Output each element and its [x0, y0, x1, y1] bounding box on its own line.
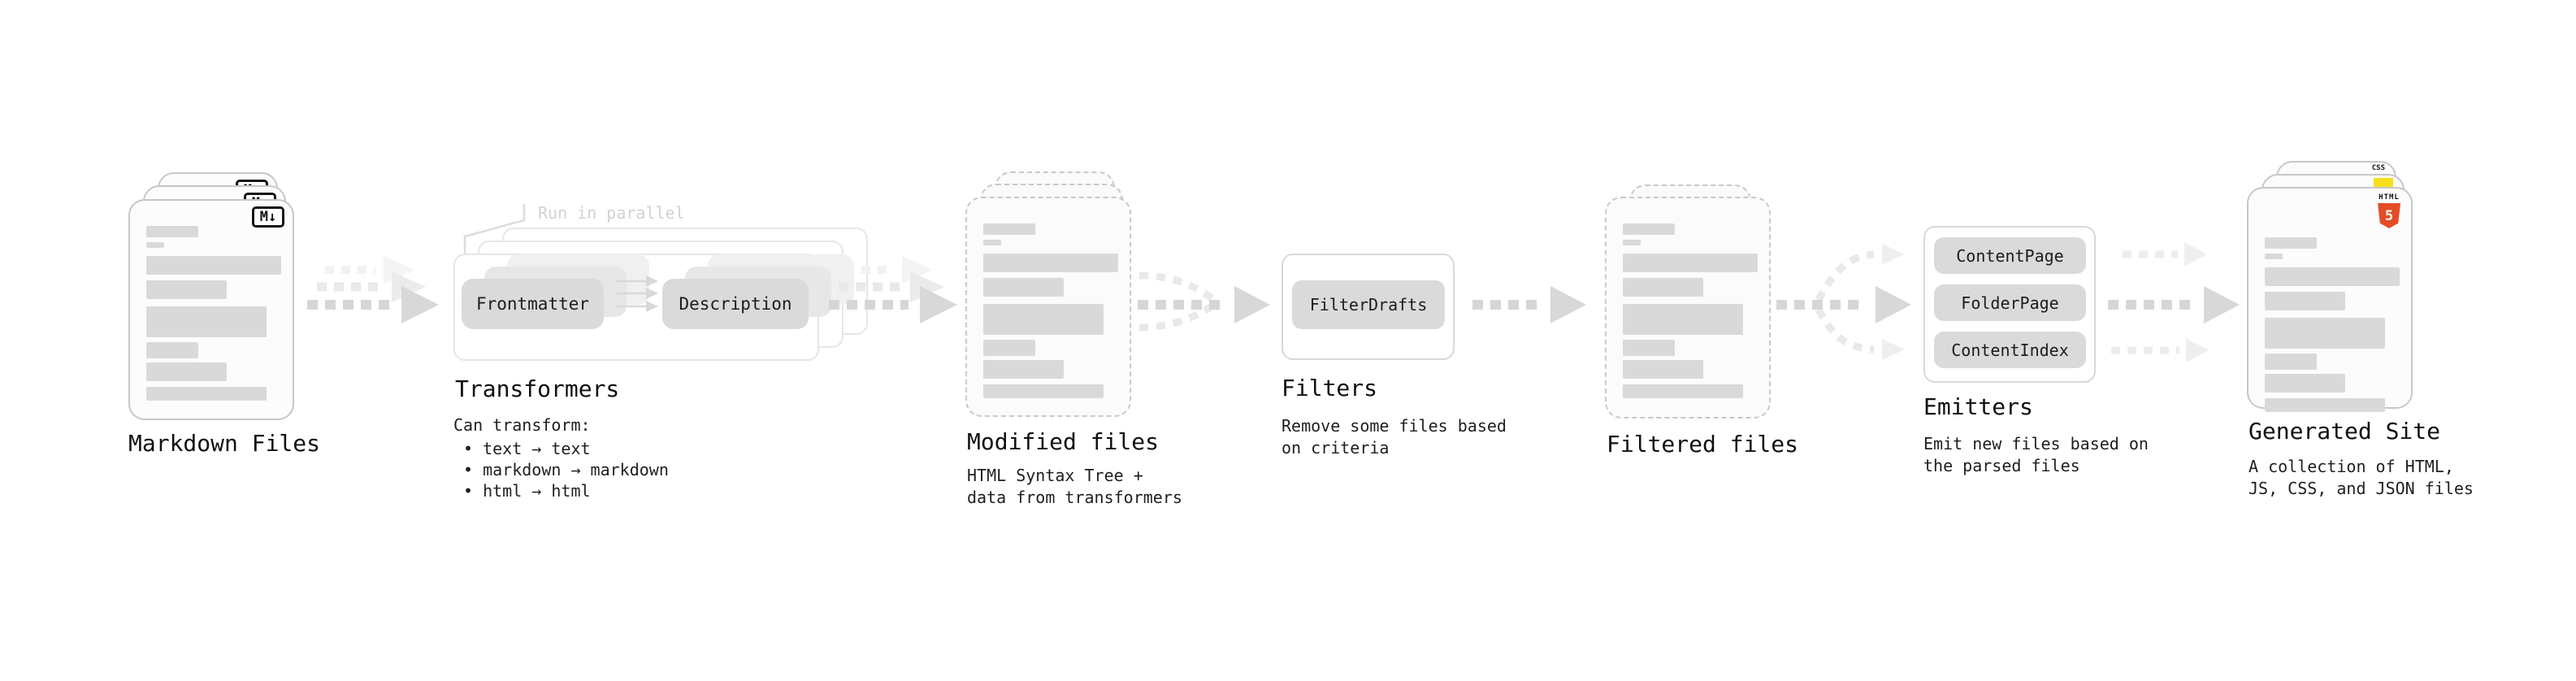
filtered-file-card-front	[1605, 197, 1771, 419]
modified-files-desc: HTML Syntax Tree +	[967, 466, 1143, 485]
transformers-bullet: • markdown → markdown	[463, 460, 669, 479]
filtered-files-label: Filtered files	[1607, 431, 1799, 458]
html5-logo-icon: HTML 5	[2375, 194, 2403, 228]
filterdrafts-pill: FilterDrafts	[1292, 280, 1445, 329]
markdown-file-card-front: M↓	[128, 199, 294, 420]
generated-file-card-front: HTML 5	[2247, 187, 2413, 412]
transformers-desc-heading: Can transform:	[453, 415, 591, 435]
description-pill: Description	[662, 279, 809, 329]
transformers-bullet: • text → text	[463, 439, 591, 458]
filters-title: Filters	[1281, 375, 1378, 401]
contentpage-pill: ContentPage	[1934, 237, 2086, 274]
file-content-placeholder	[2265, 237, 2400, 412]
frontmatter-pill: Frontmatter	[462, 279, 604, 329]
file-content-placeholder	[983, 223, 1118, 398]
file-content-placeholder	[146, 226, 281, 401]
generated-site-label: Generated Site	[2249, 418, 2441, 445]
folderpage-pill: FolderPage	[1934, 284, 2086, 321]
modified-file-card-front	[965, 197, 1131, 417]
generated-site-desc: JS, CSS, and JSON files	[2249, 479, 2474, 498]
file-content-placeholder	[1623, 223, 1758, 398]
run-in-parallel-annotation: Run in parallel	[538, 203, 685, 223]
modified-files-label: Modified files	[967, 428, 1160, 455]
generated-site-desc: A collection of HTML,	[2249, 457, 2454, 476]
transformers-bullet: • html → html	[463, 481, 591, 501]
js-badge-icon	[2374, 178, 2393, 189]
transformers-title: Transformers	[455, 375, 620, 402]
modified-files-desc: data from transformers	[967, 488, 1182, 507]
emitters-title: Emitters	[1923, 393, 2033, 420]
markdown-files-label: Markdown Files	[128, 430, 321, 457]
emitters-desc: Emit new files based on	[1923, 434, 2149, 453]
markdown-badge-icon: M↓	[252, 206, 284, 228]
filters-desc: Remove some files based	[1281, 416, 1507, 436]
contentindex-pill: ContentIndex	[1934, 332, 2086, 368]
filters-desc: on criteria	[1281, 438, 1390, 458]
emitters-desc: the parsed files	[1923, 456, 2080, 475]
